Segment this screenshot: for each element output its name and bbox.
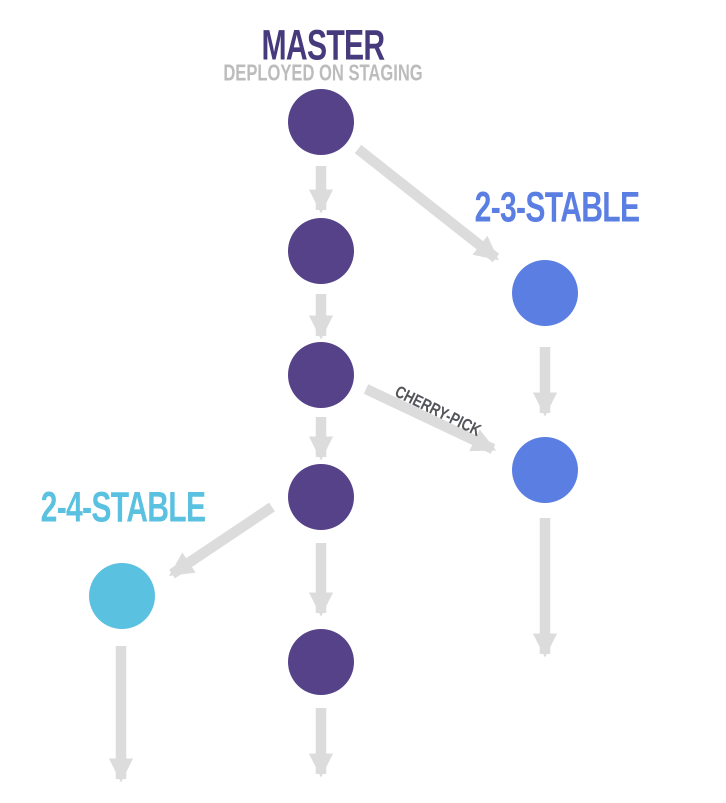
commit-2-4-stable-1 — [89, 563, 155, 629]
stable-2-3-branch-label: 2-3-STABLE — [474, 183, 640, 232]
commit-master-2 — [288, 218, 354, 284]
master-deploy-sublabel: DEPLOYED ON STAGING — [223, 59, 423, 86]
edge-branch-to-2-3-stable — [354, 144, 500, 263]
stable-2-4-branch-label: 2-4-STABLE — [40, 483, 206, 532]
commit-master-1 — [288, 89, 354, 155]
commit-master-5 — [288, 629, 354, 695]
master-branch-label: MASTER — [261, 21, 386, 70]
edge-cherry-pick — [363, 384, 497, 454]
commit-2-3-stable-1 — [512, 260, 578, 326]
commit-master-3 — [288, 342, 354, 408]
commit-2-3-stable-2 — [512, 437, 578, 503]
edge-branch-to-2-4-stable — [168, 502, 275, 579]
commit-master-4 — [288, 464, 354, 530]
